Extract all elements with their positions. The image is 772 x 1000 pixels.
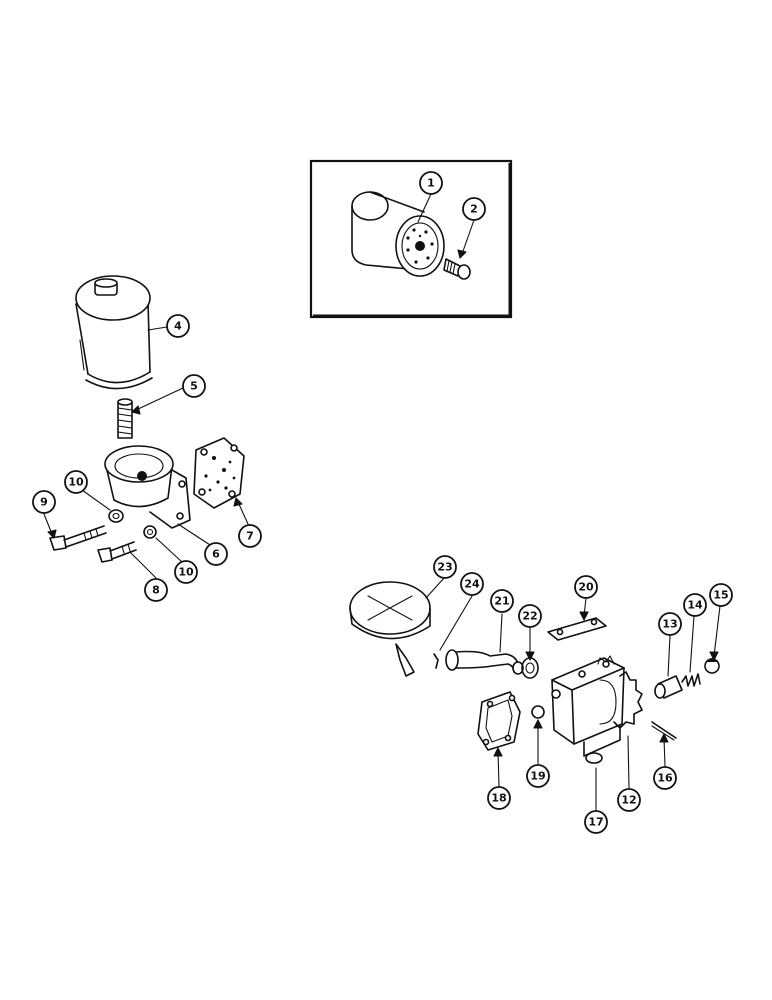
callout-18: 18 — [487, 786, 511, 810]
callout-1: 1 — [419, 171, 443, 195]
svg-text:2: 2 — [470, 203, 478, 216]
washer-lower-drawing — [143, 525, 157, 539]
svg-text:24: 24 — [464, 578, 480, 591]
short-bolt-drawing — [97, 541, 137, 563]
callout-6: 6 — [204, 542, 228, 566]
svg-text:5: 5 — [190, 380, 198, 393]
pump-gasket-drawing — [477, 691, 521, 751]
svg-text:20: 20 — [578, 581, 594, 594]
callout-10-upper: 10 — [64, 470, 88, 494]
relief-plunger-drawing — [654, 675, 683, 699]
cover-plate-drawing — [547, 617, 607, 641]
leader-lines — [43, 193, 721, 811]
o-ring-lower-drawing — [531, 705, 545, 719]
svg-text:19: 19 — [530, 770, 545, 783]
callout-23: 23 — [433, 555, 457, 579]
callout-19: 19 — [526, 764, 550, 788]
callout-8: 8 — [144, 578, 168, 602]
callout-13: 13 — [658, 612, 682, 636]
svg-text:14: 14 — [687, 599, 703, 612]
washer-upper-drawing — [108, 509, 124, 523]
threaded-adapter-drawing — [443, 258, 471, 280]
long-bolt-drawing — [49, 525, 107, 551]
svg-text:16: 16 — [657, 772, 673, 785]
retaining-clip-drawing — [433, 653, 439, 669]
svg-text:10: 10 — [68, 476, 84, 489]
flange-gasket-drawing — [193, 437, 245, 509]
threaded-stud-drawing — [117, 398, 133, 439]
callout-24: 24 — [460, 572, 484, 596]
callout-2: 2 — [462, 197, 486, 221]
callout-9: 9 — [32, 490, 56, 514]
canister-filter-drawing — [75, 275, 153, 390]
svg-text:21: 21 — [494, 595, 509, 608]
callout-20: 20 — [574, 575, 598, 599]
relief-cap-drawing — [704, 658, 720, 674]
svg-text:9: 9 — [40, 496, 48, 509]
svg-text:13: 13 — [662, 618, 677, 631]
svg-text:10: 10 — [178, 566, 194, 579]
svg-text:6: 6 — [212, 548, 220, 561]
relief-spring-drawing — [681, 673, 701, 687]
oil-filter-cartridge-drawing — [351, 191, 445, 277]
check-ball-drawing — [585, 752, 603, 764]
o-ring-upper-drawing — [521, 657, 539, 679]
callout-5: 5 — [182, 374, 206, 398]
pickup-screen-drawing — [349, 581, 431, 677]
svg-text:7: 7 — [246, 530, 254, 543]
svg-text:17: 17 — [588, 816, 603, 829]
callout-10-lower: 10 — [174, 560, 198, 584]
svg-text:12: 12 — [621, 794, 636, 807]
inset-box — [309, 159, 513, 319]
callout-12: 12 — [617, 788, 641, 812]
callout-14: 14 — [683, 593, 707, 617]
callout-7: 7 — [238, 524, 262, 548]
filter-head-drawing — [104, 445, 191, 529]
callout-21: 21 — [490, 589, 514, 613]
svg-text:22: 22 — [522, 610, 537, 623]
svg-text:1: 1 — [427, 177, 435, 190]
callout-22: 22 — [518, 604, 542, 628]
svg-text:8: 8 — [152, 584, 160, 597]
callout-15: 15 — [709, 583, 733, 607]
svg-text:23: 23 — [437, 561, 452, 574]
callout-4: 4 — [166, 314, 190, 338]
callout-16: 16 — [653, 766, 677, 790]
svg-text:15: 15 — [713, 589, 728, 602]
roll-pin-drawing — [651, 721, 677, 741]
oil-pump-body-drawing — [551, 655, 643, 757]
suction-tube-drawing — [445, 649, 524, 675]
callout-17: 17 — [584, 810, 608, 834]
svg-text:18: 18 — [491, 792, 506, 805]
svg-text:4: 4 — [174, 320, 182, 333]
